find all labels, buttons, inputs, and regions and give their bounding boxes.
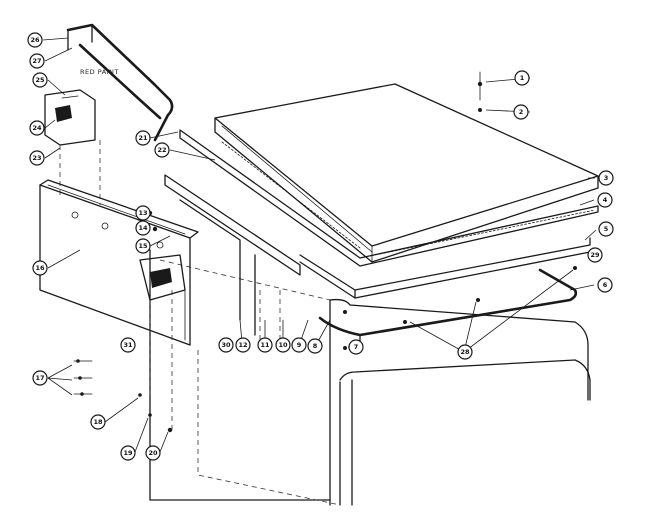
lid-frame [179,129,599,267]
svg-text:12: 12 [238,341,247,349]
callout-13: 13 [135,205,151,221]
switch-bracket [44,89,96,146]
callout-23: 23 [29,150,45,166]
callout-19: 19 [120,445,136,461]
svg-text:26: 26 [30,36,40,44]
svg-text:30: 30 [221,341,231,349]
callout-17: 17 [32,370,48,386]
svg-text:19: 19 [123,449,133,457]
svg-text:21: 21 [138,134,148,142]
callout-26: 26 [27,32,43,48]
svg-text:22: 22 [157,146,166,154]
callout-24: 24 [29,120,45,136]
svg-text:17: 17 [35,374,44,382]
center-bracket [164,174,301,336]
callout-18: 18 [90,414,106,430]
callout-12: 12 [235,337,251,353]
svg-text:24: 24 [32,124,42,132]
callout-30: 30 [218,337,234,353]
lid [214,83,599,263]
handle [66,23,174,142]
svg-text:25: 25 [35,76,45,84]
red-paint-note: RED PAINT [80,68,119,76]
svg-text:16: 16 [35,264,45,272]
svg-text:3: 3 [604,174,609,182]
svg-text:13: 13 [138,209,147,217]
control-panel-bar [39,179,199,346]
svg-text:7: 7 [354,343,359,351]
svg-text:14: 14 [138,224,148,232]
svg-text:20: 20 [148,449,158,457]
svg-text:4: 4 [603,196,608,204]
callout-22: 22 [154,142,170,158]
svg-text:31: 31 [123,341,133,349]
callout-28: 28 [457,344,473,360]
svg-text:29: 29 [590,251,600,259]
callout-2: 2 [513,104,529,120]
callout-8: 8 [307,338,323,354]
svg-text:27: 27 [32,57,41,65]
svg-text:11: 11 [260,341,270,349]
svg-text:18: 18 [93,418,103,426]
callout-1: 1 [514,70,530,86]
callout-31: 31 [120,337,136,353]
svg-text:8: 8 [313,342,318,350]
callout-4: 4 [597,192,613,208]
callout-20: 20 [145,445,161,461]
guide-lines [59,140,281,430]
leader-lines [42,37,597,453]
callout-10: 10 [275,337,291,353]
svg-text:1: 1 [520,74,525,82]
svg-text:23: 23 [32,154,41,162]
svg-text:15: 15 [138,242,148,250]
lower-switch-bracket [139,254,186,341]
gasket-frames [299,237,591,346]
callout-15: 15 [135,238,151,254]
callout-27: 27 [29,53,45,69]
callout-9: 9 [291,337,307,353]
svg-text:6: 6 [603,281,608,289]
callout-3: 3 [598,170,614,186]
callout-16: 16 [32,260,48,276]
callout-25: 25 [32,72,48,88]
callout-14: 14 [135,220,151,236]
svg-text:9: 9 [297,341,302,349]
callout-21: 21 [135,130,151,146]
svg-text:5: 5 [604,225,609,233]
cabinet-body [149,249,591,506]
callout-5: 5 [598,221,614,237]
callout-7: 7 [348,339,364,355]
svg-text:28: 28 [460,348,470,356]
callout-6: 6 [597,277,613,293]
svg-text:10: 10 [278,341,288,349]
callout-11: 11 [257,337,273,353]
svg-text:2: 2 [519,108,524,116]
callout-29: 29 [587,247,603,263]
